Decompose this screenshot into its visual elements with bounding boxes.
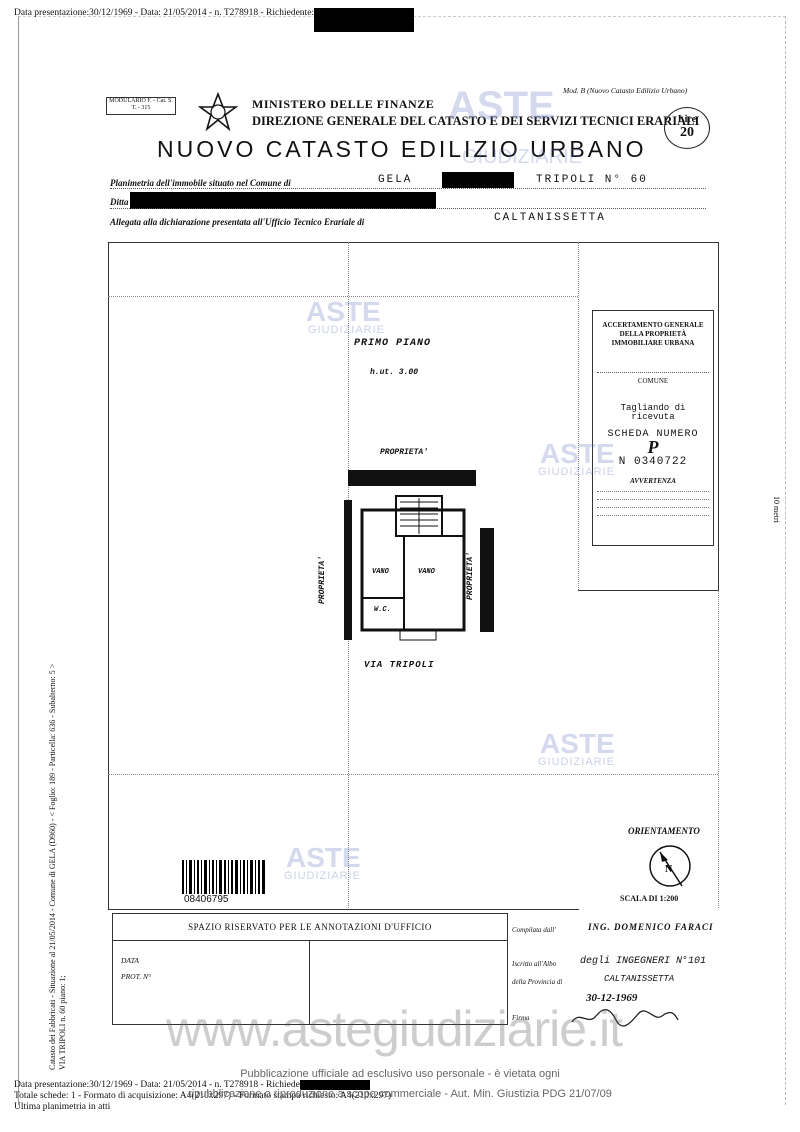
- watermark-logo-aste: ASTE: [286, 842, 361, 873]
- watermark-logo-aste: ASTE: [306, 296, 381, 327]
- stamp-scheda: SCHEDA NUMERO: [607, 429, 699, 440]
- left-boundary-bar: [344, 500, 352, 640]
- right-boundary-bar: [480, 528, 494, 632]
- data-label: DATA: [121, 956, 139, 965]
- floor-plan-drawing: [360, 495, 466, 641]
- stamp-rule: [597, 348, 709, 373]
- redaction-richiedente: [314, 8, 414, 32]
- iscritto-label: Iscritto all'Albo: [512, 960, 557, 968]
- frame-right-upper: [718, 242, 719, 590]
- wc-label: W.C.: [374, 606, 391, 614]
- redaction-comune: [442, 172, 514, 188]
- stamp-heading: ACCERTAMENTO GENERALE DELLA PROPRIETÀ IM…: [602, 321, 704, 347]
- watermark-logo-giudiziarie: GIUDIZIARIE: [462, 146, 583, 168]
- ufficio-value: CALTANISSETTA: [494, 212, 606, 224]
- north-arrow-icon: N: [649, 845, 691, 887]
- orientamento-label: ORIENTAMENTO: [628, 826, 700, 836]
- stamp-tagliando: Tagliando di ricevuta: [620, 403, 686, 422]
- modulario-box: MODULARIO F. - Cat. S. T. - 315: [106, 97, 176, 115]
- room2-label: VANO: [418, 568, 435, 576]
- ministero-title: MINISTERO DELLE FINANZE: [252, 97, 435, 111]
- date-handwritten: 30-12-1969: [586, 992, 638, 1004]
- height-label: h.ut. 3.00: [370, 368, 419, 377]
- ditta-label: Ditta: [110, 197, 129, 207]
- header-line: Data presentazione:30/12/1969 - Data: 21…: [14, 8, 315, 18]
- barcode: [182, 860, 265, 894]
- firma-label: Firma: [512, 1014, 530, 1022]
- watermark-logo-giudiziarie: GIUDIZIARIE: [538, 756, 616, 768]
- watermark-logo-aste: ASTE: [448, 84, 555, 128]
- grid-line: [718, 590, 719, 908]
- albo-value: degli INGEGNERI N°101: [580, 956, 707, 967]
- spazio-riservato-box: SPAZIO RISERVATO PER LE ANNOTAZIONI D'UF…: [112, 913, 508, 1025]
- side-text-catasto: Catasto dei Fabbricati - Situazione al 2…: [48, 663, 57, 1070]
- footer-line-3: Ultima planimetria in atti: [14, 1102, 111, 1112]
- drawing-frame: [108, 242, 579, 910]
- top-boundary-bar: [348, 470, 476, 486]
- planimetria-rule: [110, 188, 706, 189]
- watermark-logo-aste: ASTE: [540, 438, 615, 469]
- engineer-name: ING. DOMENICO FARACI: [588, 922, 714, 932]
- frame-inner-v: [578, 242, 579, 590]
- frame-top-ext: [578, 242, 718, 243]
- street-label: VIA TRIPOLI: [364, 660, 435, 670]
- publication-line-1: Pubblicazione ufficiale ad esclusivo uso…: [240, 1068, 560, 1080]
- prot-label: PROT. N°: [121, 972, 151, 981]
- direzione-title: DIREZIONE GENERALE DEL CATASTO E DEI SER…: [252, 114, 700, 128]
- via-value: TRIPOLI N° 60: [536, 174, 648, 186]
- stamp-number: N 0340722: [618, 456, 688, 468]
- stamp-avvertenza: AVVERTENZA: [630, 477, 676, 485]
- stamp-letter: P: [647, 437, 659, 457]
- frame-mid-line: [578, 590, 718, 591]
- watermark-logo-aste: ASTE: [540, 728, 615, 759]
- spazio-riservato-title: SPAZIO RISERVATO PER LE ANNOTAZIONI D'UF…: [113, 914, 507, 941]
- grid-line: [108, 774, 718, 775]
- scale-side-label: 10 metri: [772, 496, 781, 523]
- compilata-label: Compilata dall': [512, 926, 556, 934]
- emblem-icon: [198, 92, 238, 132]
- watermark-logo-giudiziarie: GIUDIZIARIE: [284, 870, 362, 882]
- grid-line: [108, 296, 578, 297]
- watermark-site: www.astegiudiziarie.it: [166, 1001, 623, 1057]
- ditta-rule: [110, 208, 706, 209]
- comune-value: GELA: [378, 174, 413, 186]
- mod-b-label: Mod. B (Nuovo Catasto Edilizio Urbano): [563, 86, 688, 95]
- watermark-logo-giudiziarie: GIUDIZIARIE: [538, 466, 616, 478]
- barcode-number: 08406795: [184, 894, 229, 905]
- ricevuta-stamp: ACCERTAMENTO GENERALE DELLA PROPRIETÀ IM…: [592, 310, 714, 546]
- scala-label: SCALA DI 1:200: [620, 894, 679, 903]
- footer-line-2: Totale schede: 1 - Formato di acquisizio…: [14, 1091, 392, 1101]
- allegata-label: Allegata alla dichiarazione presentata a…: [110, 217, 365, 227]
- provincia-value: CALTANISSETTA: [604, 974, 675, 984]
- nuovo-catasto-title: NUOVO CATASTO EDILIZIO URBANO: [157, 136, 647, 162]
- publication-line-2: ripubblicazione o riproduzione a scopo c…: [188, 1088, 612, 1100]
- stamp-comune: COMUNE: [637, 377, 669, 385]
- lire-stamp: Lire 20: [664, 107, 710, 149]
- lire-label: Lire: [677, 114, 697, 125]
- signature-icon: [571, 1009, 679, 1027]
- footer-line-1: Data presentazione:30/12/1969 - Data: 21…: [14, 1080, 315, 1090]
- left-property-label: PROPRIETA': [318, 555, 327, 604]
- floor-label: PRIMO PIANO: [354, 338, 432, 349]
- redaction-ditta: [130, 192, 436, 209]
- redaction-footer: [300, 1080, 370, 1090]
- provincia-label: della Provincia di: [512, 978, 563, 986]
- top-property-label: PROPRIETA': [380, 448, 429, 457]
- watermark-logo-giudiziarie: GIUDIZIARIE: [308, 324, 386, 336]
- svg-text:N: N: [665, 864, 673, 875]
- side-text-via: VIA TRIPOLI n. 60 piano: 1;: [58, 975, 67, 1070]
- lire-value: 20: [680, 125, 694, 140]
- spazio-divider: [309, 940, 310, 1024]
- room1-label: VANO: [372, 568, 389, 576]
- planimetria-label: Planimetria dell'immobile situato nel Co…: [110, 178, 291, 188]
